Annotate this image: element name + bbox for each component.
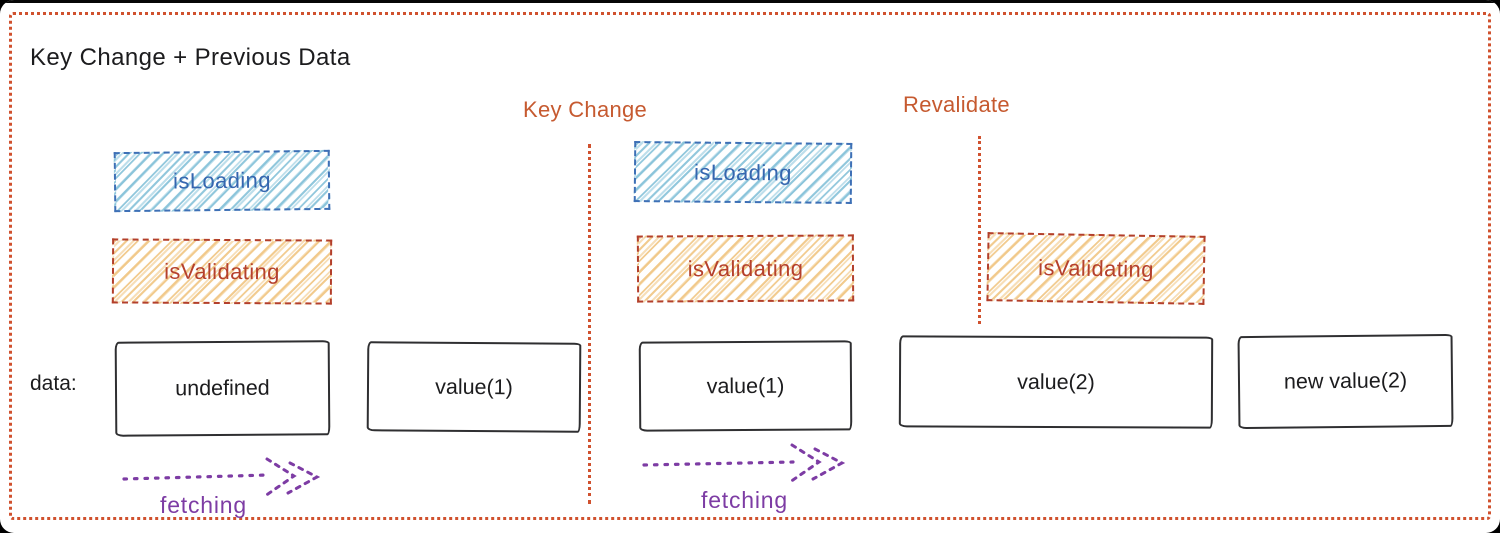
key-change-divider-line <box>588 144 591 504</box>
data-box: new value(2) <box>1237 333 1454 430</box>
marker-label-revalidate: Revalidate <box>903 92 1010 117</box>
data-box-value: value(1) <box>706 373 785 398</box>
revalidate-divider-line <box>978 136 981 324</box>
data-box-value: value(1) <box>435 374 513 399</box>
data-box: value(1) <box>638 340 853 432</box>
badge-isloading: isLoading <box>633 141 853 204</box>
data-box-value: value(2) <box>1017 369 1095 394</box>
badge-label: isValidating <box>687 255 804 281</box>
data-row-label: data: <box>30 372 77 395</box>
badge-label: isValidating <box>164 258 280 284</box>
fetching-label: fetching <box>160 492 247 518</box>
fetching-arrow-icon <box>642 443 846 484</box>
badge-label: isLoading <box>172 167 272 194</box>
diagram-frame <box>9 12 1491 520</box>
badge-label: isLoading <box>693 159 793 185</box>
badge-isvalidating: isValidating <box>986 232 1206 305</box>
data-box: value(2) <box>898 335 1214 429</box>
fetching-label: fetching <box>701 487 788 513</box>
data-box: undefined <box>114 340 331 437</box>
data-box: value(1) <box>366 341 582 433</box>
fetching-arrow-icon <box>122 457 321 498</box>
data-box-value: undefined <box>175 375 270 401</box>
data-box-value: new value(2) <box>1283 368 1408 394</box>
marker-label-key-change: Key Change <box>523 97 648 122</box>
badge-label: isValidating <box>1037 254 1155 282</box>
badge-isloading: isLoading <box>113 149 331 213</box>
diagram-title: Key Change + Previous Data <box>30 44 351 71</box>
screenshot-top-edge <box>0 0 1500 3</box>
badge-isvalidating: isValidating <box>111 238 333 305</box>
badge-isvalidating: isValidating <box>636 234 855 303</box>
